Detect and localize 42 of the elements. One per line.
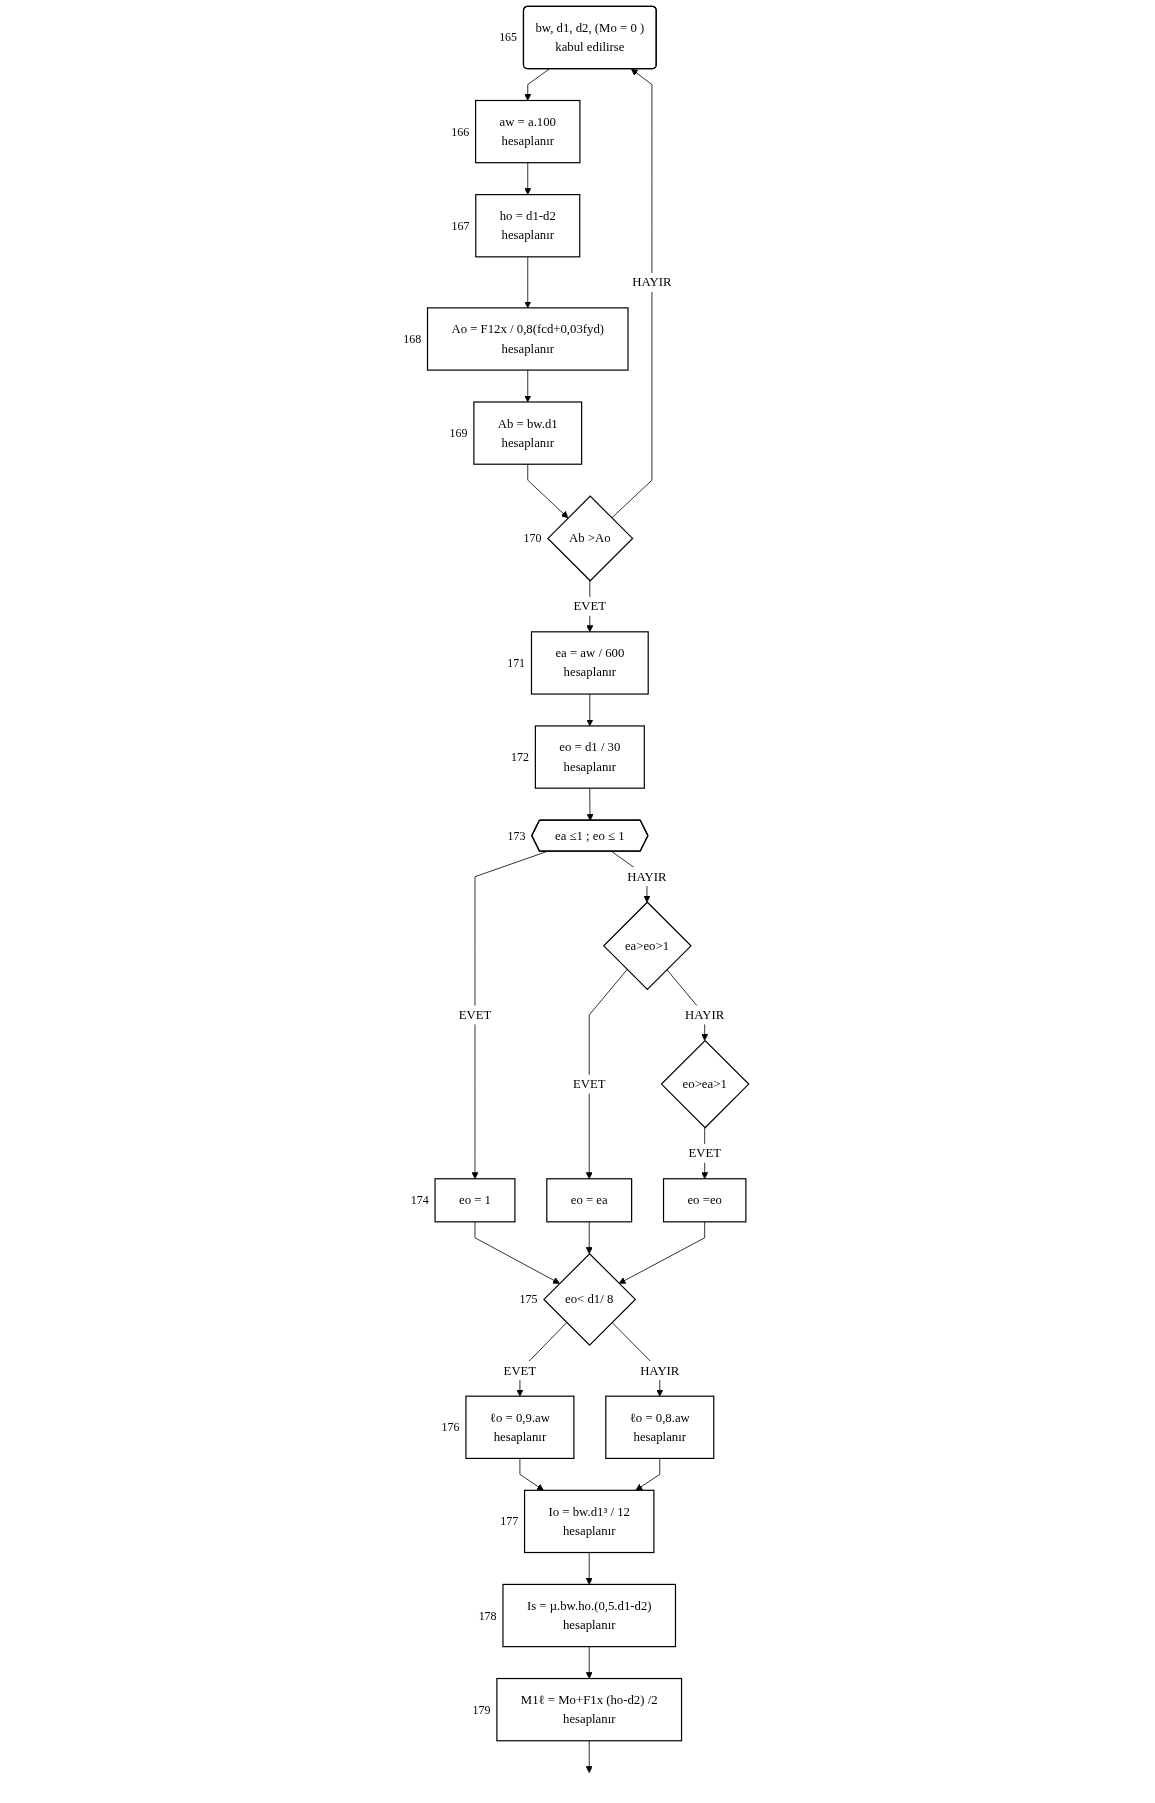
step-number: 177 [500,1514,519,1529]
node-box [473,401,583,465]
node-box [605,1395,715,1459]
step-number: 173 [507,828,526,843]
step-number: 176 [441,1420,460,1435]
node-box [662,1178,747,1223]
step-number: 167 [451,218,470,233]
edge-label: EVET [688,1146,721,1160]
step-number: 179 [472,1702,491,1717]
step-number: 174 [410,1193,429,1208]
edge-label: HAYIR [685,1007,725,1022]
step-number: 175 [519,1292,538,1307]
node-diamond [543,1252,637,1346]
step-number: 166 [451,124,470,139]
node-diamond [547,495,634,582]
edge-label: HAYIR [632,275,672,289]
node-box [523,1489,655,1554]
node-box [502,1583,677,1648]
node-diamond [602,901,692,991]
step-number: 168 [403,332,422,346]
node-box [546,1178,633,1223]
edge-label: EVET [573,599,607,613]
node-box [426,307,629,371]
step-number: 170 [523,531,542,546]
edge-label: EVET [572,1076,606,1091]
edge-label: EVET [503,1363,537,1378]
node-box [496,1677,683,1742]
step-number: 171 [507,655,526,670]
step-number: 178 [478,1608,497,1623]
node-box [530,631,649,695]
edge-label: EVET [458,1007,492,1022]
node-box [474,99,581,164]
edge-label: HAYIR [627,869,667,884]
step-number: 165 [499,30,518,45]
step-number: 169 [449,426,468,441]
node-diamond [660,1039,750,1129]
node-box [434,1178,516,1223]
node-box [475,194,581,258]
edge-label: HAYIR [640,1363,680,1378]
step-number: 172 [511,750,529,765]
node-box [465,1395,575,1459]
node-box [534,725,645,789]
